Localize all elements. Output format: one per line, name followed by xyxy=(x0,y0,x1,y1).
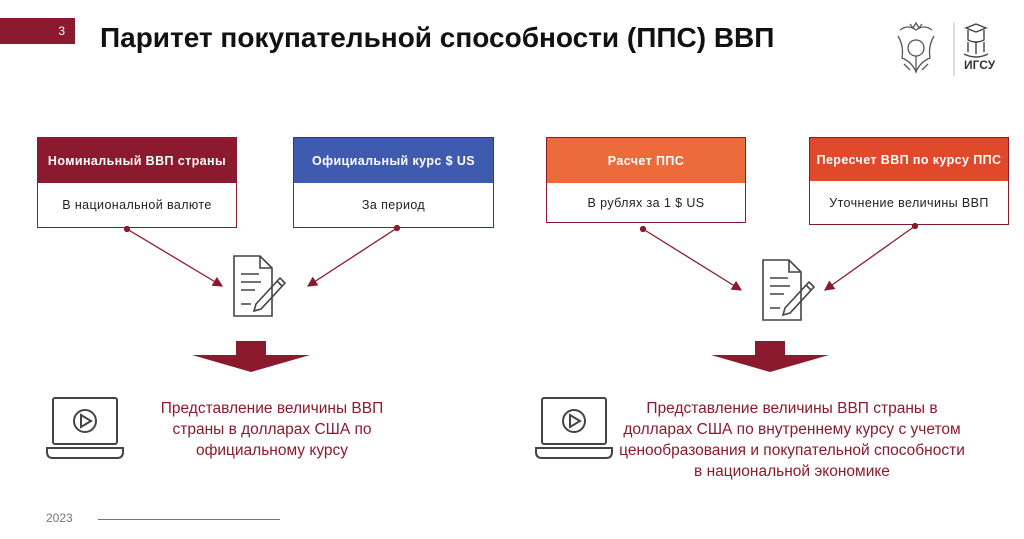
box-body: За период xyxy=(361,198,426,212)
box-header: Номинальный ВВП страны xyxy=(38,138,236,183)
box-official-rate: Официальный курс $ US За период xyxy=(293,137,494,228)
result-official-rate: Представление величины ВВП страны в долл… xyxy=(160,400,384,459)
laptop-play-icon xyxy=(535,397,613,459)
logo-text: ИГСУ xyxy=(964,58,996,72)
box-header: Пересчет ВВП по курсу ППС xyxy=(810,138,1008,181)
page-title: Паритет покупательной способности (ППС) … xyxy=(100,22,775,53)
box-body: Уточнение величины ВВП xyxy=(829,195,989,210)
footer-year: 2023 xyxy=(46,511,73,525)
result-ppp-rate: Представление величины ВВП страны в долл… xyxy=(619,400,965,480)
down-arrow-icon xyxy=(711,341,829,372)
footer-divider xyxy=(98,519,280,520)
connector-arrow xyxy=(639,225,743,291)
box-nominal-gdp: Номинальный ВВП страны В национальной ва… xyxy=(37,137,237,228)
document-pen-icon xyxy=(233,255,287,317)
page-number: 3 xyxy=(0,18,75,44)
connector-arrow xyxy=(123,225,224,287)
document-pen-icon xyxy=(762,259,816,321)
box-body: В национальной валюте xyxy=(62,198,212,212)
laptop-play-icon xyxy=(46,397,124,459)
connector-arrow xyxy=(306,224,401,287)
box-gdp-recalc: Пересчет ВВП по курсу ППС Уточнение вели… xyxy=(809,137,1009,225)
logo: ИГСУ xyxy=(888,12,1008,82)
box-header: Расчет ППС xyxy=(547,138,745,183)
box-ppp-calc: Расчет ППС В рублях за 1 $ US xyxy=(546,137,746,223)
emblem-icon xyxy=(897,21,989,76)
box-body: В рублях за 1 $ US xyxy=(587,195,705,210)
box-header: Официальный курс $ US xyxy=(294,138,493,183)
down-arrow-icon xyxy=(192,341,310,372)
connector-arrow xyxy=(823,222,919,291)
